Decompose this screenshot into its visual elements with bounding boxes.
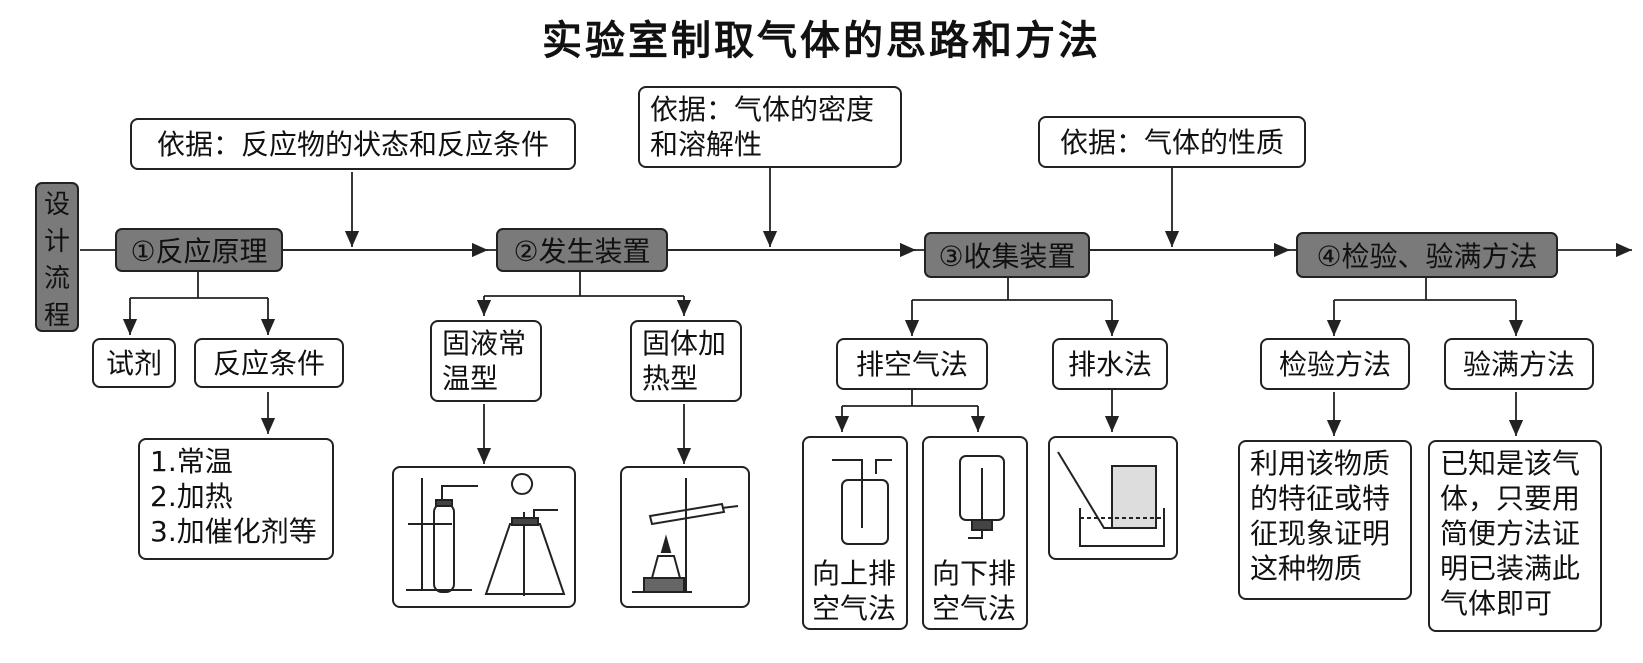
sidebar-char: 计 [43,227,70,257]
design-flow-label: 设 计 流 程 [35,182,79,332]
full-method-box: 验满方法 [1444,338,1594,390]
full-desc-line: 明已装满此 [1440,552,1581,585]
condition-list-box: 1.常温 2.加热 3.加催化剂等 [138,438,334,560]
downward-air-box: 向下排 空气法 [922,436,1028,630]
solid-heat-box: 固体加 热型 [630,320,742,402]
test-desc-box: 利用该物质 的特征或特 征现象证明 这种物质 [1238,440,1412,600]
basis-density-line: 依据：气体的密度 [650,93,875,126]
test-desc-line: 利用该物质 [1250,447,1391,480]
basis-density-line: 和溶解性 [650,128,763,161]
test-desc-line: 征现象证明 [1250,517,1391,550]
sidebar-char: 程 [43,301,70,331]
solid-liquid-line: 固液常 [442,327,527,360]
solid-heat-line: 固体加 [642,327,727,360]
full-desc-line: 体，只要用 [1440,482,1581,515]
air-method-label: 排空气法 [855,347,968,381]
water-displacement-image [1048,436,1178,560]
solid-liquid-apparatus-image [392,466,576,608]
water-trough-icon [1057,451,1165,547]
basis-reaction-text: 依据：反应物的状态和反应条件 [156,127,549,161]
test-method-label: 检验方法 [1278,347,1391,381]
condition-item: 2.加热 [150,480,233,513]
step-collection-device: ③收集装置 [924,232,1090,278]
basis-property-box: 依据：气体的性质 [1038,116,1306,168]
sidebar-char: 设 [43,190,70,220]
full-desc-line: 已知是该气 [1440,447,1581,480]
full-desc-line: 简便方法证 [1440,517,1581,550]
upward-air-box: 向上排 空气法 [802,436,908,630]
test-desc-line: 的特征或特 [1250,482,1391,515]
solid-liquid-line: 温型 [442,362,499,395]
step-test-full-method: ④检验、验满方法 [1296,232,1558,278]
test-desc-line: 这种物质 [1250,552,1363,585]
downward-bottle-icon [959,455,1005,539]
water-method-box: 排水法 [1052,338,1168,390]
heating-apparatus-icon [632,478,739,593]
condition-item: 1.常温 [150,445,233,478]
full-desc-box: 已知是该气 体，只要用 简便方法证 明已装满此 气体即可 [1428,440,1602,632]
downward-line: 空气法 [932,592,1017,625]
sidebar-char: 流 [43,264,70,294]
solid-liquid-box: 固液常 温型 [430,320,542,402]
solid-heat-line: 热型 [642,362,699,395]
condition-label: 反应条件 [212,346,325,380]
reagent-box: 试剂 [92,338,176,388]
upward-line: 向上排 [812,557,897,590]
condition-item: 3.加催化剂等 [150,515,317,548]
solid-heat-apparatus-image [620,466,750,608]
condition-box: 反应条件 [194,338,344,388]
diagram-title: 实验室制取气体的思路和方法 [542,18,1101,64]
full-method-label: 验满方法 [1462,347,1575,381]
full-desc-line: 气体即可 [1440,587,1553,620]
air-method-box: 排空气法 [836,338,988,390]
step-generator-device: ②发生装置 [496,228,668,272]
step-reaction-principle: ①反应原理 [115,228,283,272]
basis-reaction-box: 依据：反应物的状态和反应条件 [130,118,576,170]
test-method-box: 检验方法 [1260,338,1410,390]
basis-density-box: 依据：气体的密度 和溶解性 [638,86,902,168]
water-method-label: 排水法 [1067,347,1152,381]
downward-line: 向下排 [932,557,1017,590]
basis-property-text: 依据：气体的性质 [1059,125,1284,159]
reagent-label: 试剂 [105,346,162,380]
upward-line: 空气法 [812,592,897,625]
flask-apparatus-icon [406,473,566,596]
upward-bottle-icon [832,459,892,545]
